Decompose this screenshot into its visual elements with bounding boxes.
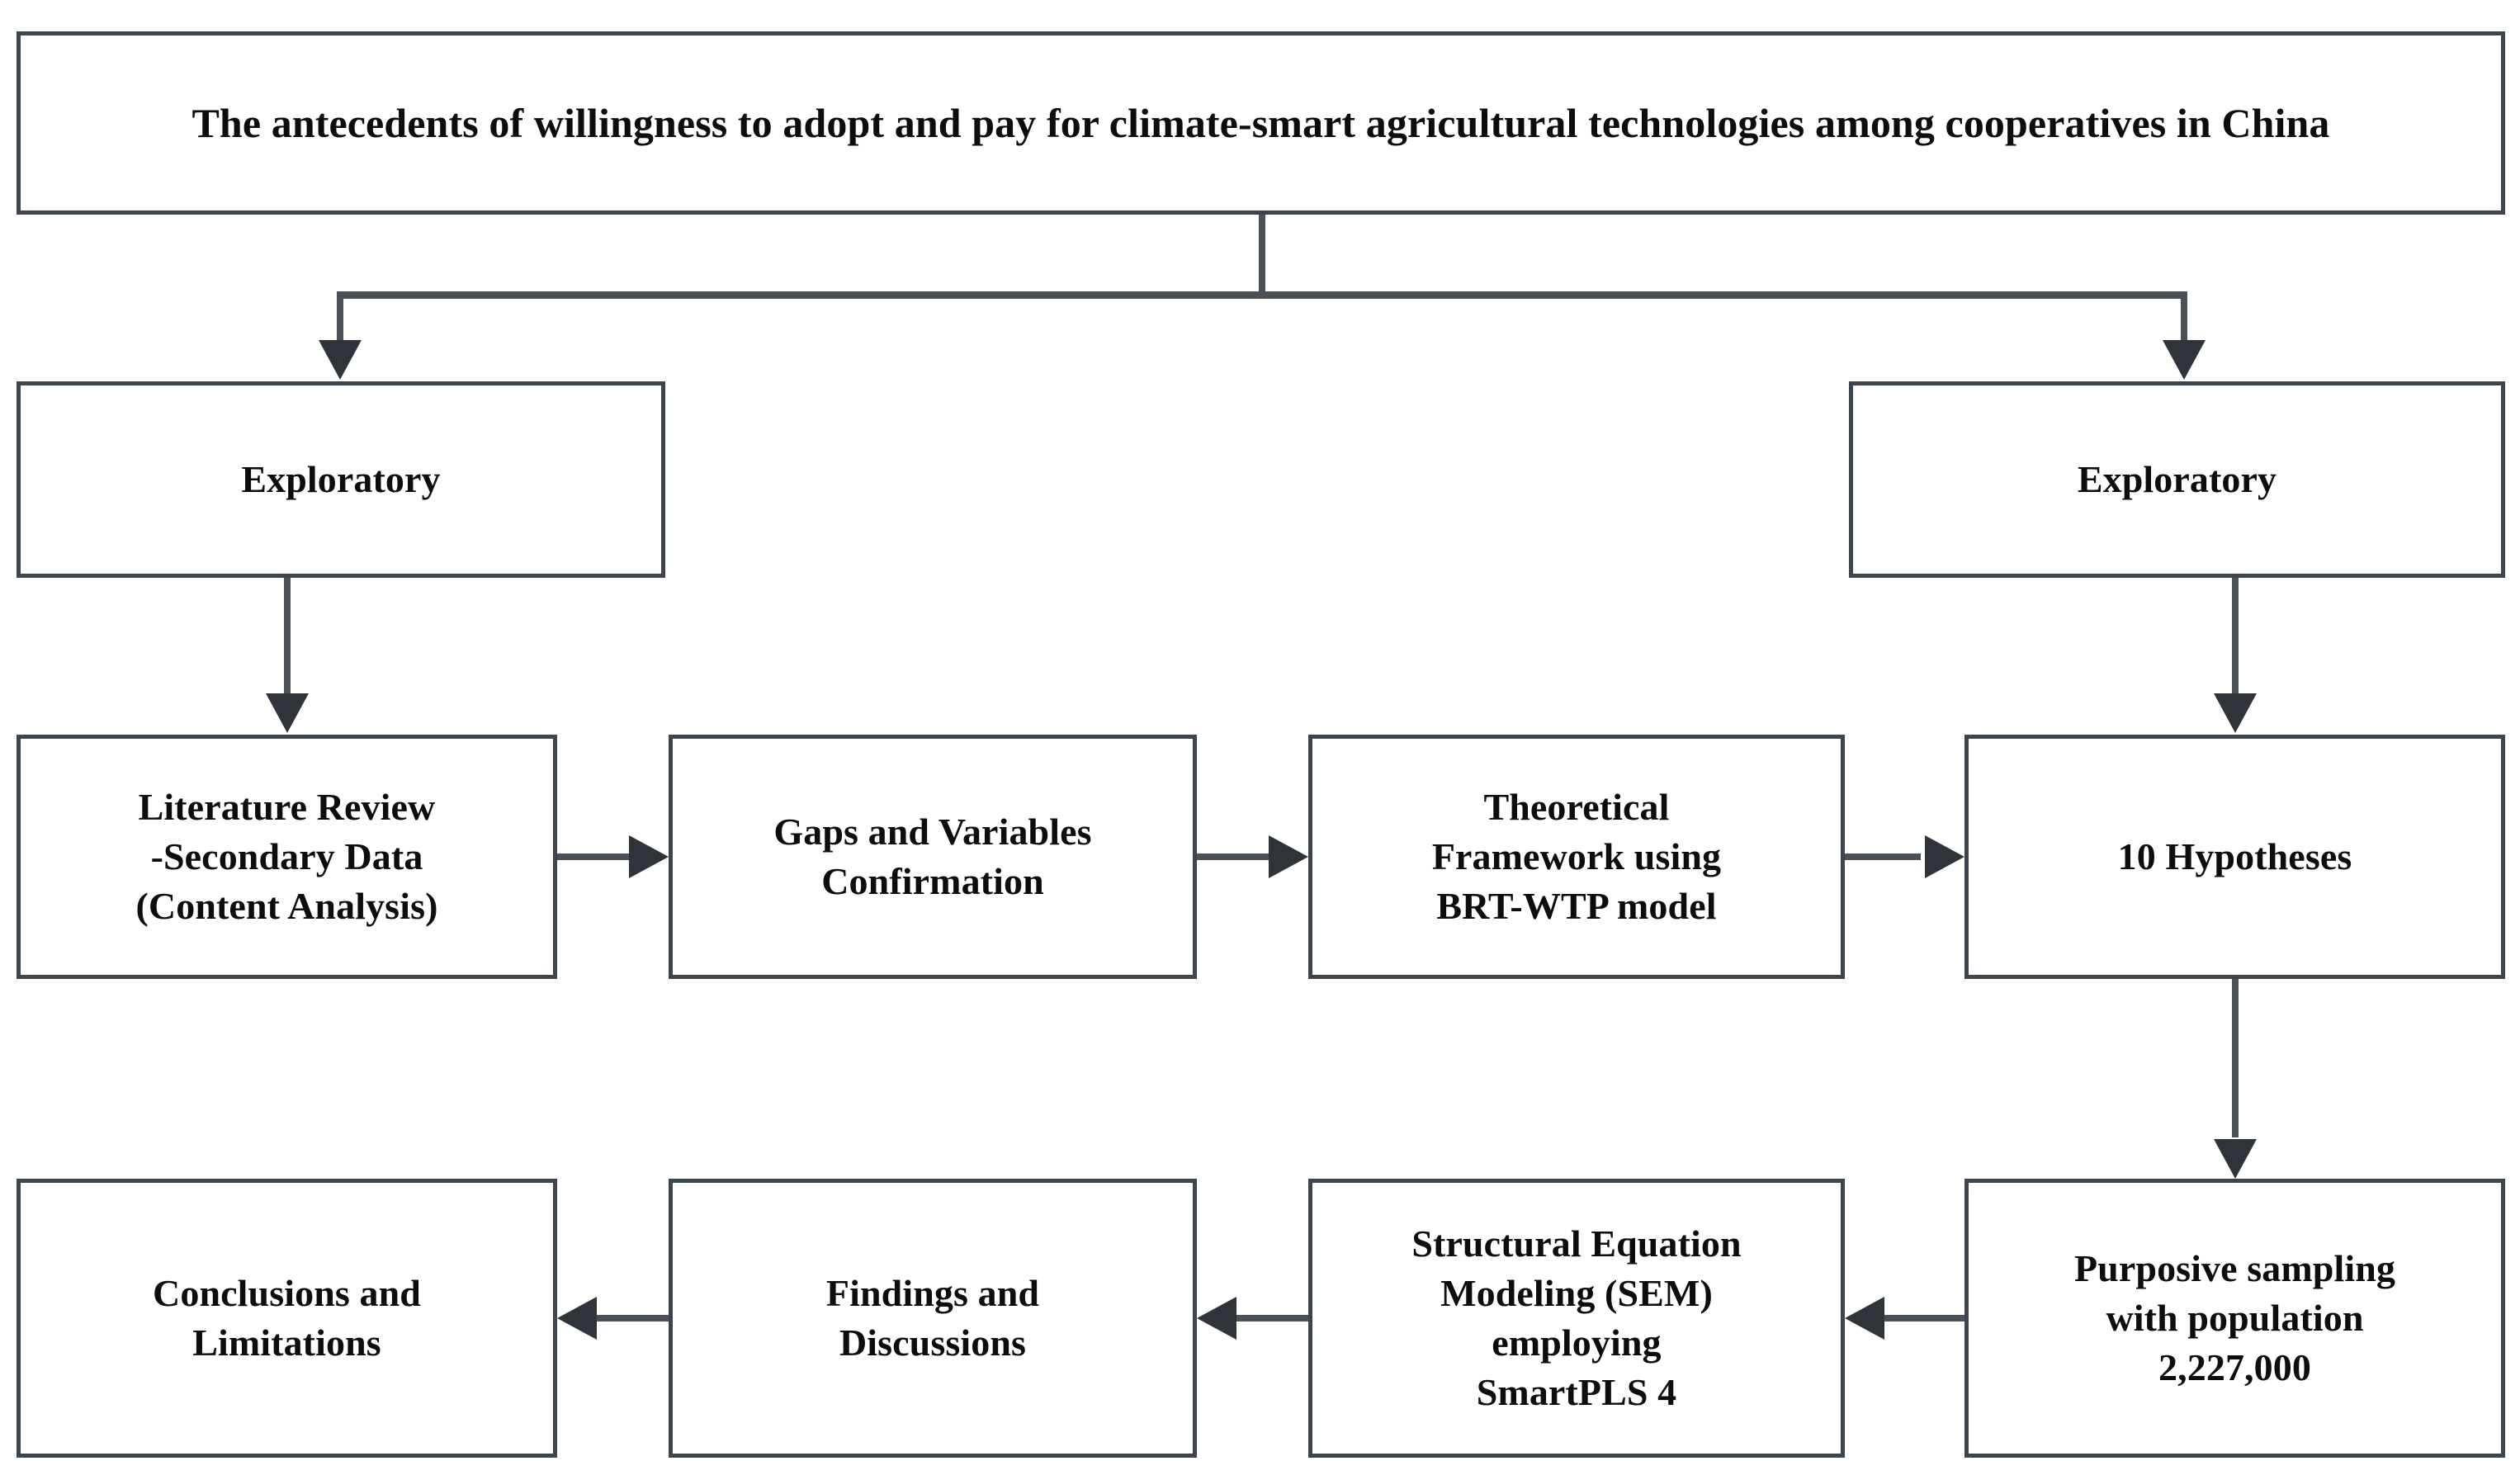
node-label-exploratory-left: Exploratory [241, 458, 441, 501]
node-findings-and-discussions: Findings and Discussions [669, 1179, 1197, 1458]
connector-title-to-exploratory-left [337, 291, 343, 343]
node-label-gaps-and-variables: Gaps and Variables Confirmation [773, 811, 1092, 902]
node-hypotheses: 10 Hypotheses [1964, 735, 2505, 979]
node-label-structural-equation-modeling: Structural Equation Modeling (SEM) emplo… [1411, 1222, 1742, 1413]
arrowhead-down-exploratory-right [2163, 340, 2206, 380]
connector-purposive-sampling-to-sem [1884, 1315, 1964, 1322]
node-label-theoretical-framework: Theoretical Framework using BRT-WTP mode… [1431, 786, 1722, 927]
connector-sem-to-findings [1236, 1315, 1308, 1322]
connector-findings-to-conclusions [597, 1315, 669, 1322]
node-exploratory-left: Exploratory [17, 381, 665, 578]
arrowhead-right-gaps [629, 835, 669, 878]
arrowhead-down-purposive-sampling [2214, 1139, 2257, 1179]
arrowhead-down-literature-review [266, 693, 309, 733]
arrowhead-down-exploratory-left [319, 340, 362, 380]
node-theoretical-framework: Theoretical Framework using BRT-WTP mode… [1308, 735, 1845, 979]
arrowhead-left-findings [1197, 1297, 1236, 1340]
connector-exploratory-right-to-hypotheses [2232, 578, 2239, 697]
node-label-conclusions-and-limitations: Conclusions and Limitations [153, 1272, 421, 1364]
node-structural-equation-modeling: Structural Equation Modeling (SEM) emplo… [1308, 1179, 1845, 1458]
arrowhead-left-sem [1845, 1297, 1884, 1340]
node-literature-review: Literature Review -Secondary Data (Conte… [17, 735, 557, 979]
connector-title-fork-bar [337, 291, 2187, 299]
arrowhead-down-hypotheses [2214, 693, 2257, 733]
node-purposive-sampling: Purposive sampling with population 2,227… [1964, 1179, 2505, 1458]
connector-title-to-exploratory-right [2181, 291, 2187, 343]
node-label-research-title: The antecedents of willingness to adopt … [191, 100, 2330, 146]
node-label-purposive-sampling: Purposive sampling with population 2,227… [2073, 1247, 2396, 1388]
arrowhead-right-hypotheses [1925, 835, 1964, 878]
node-gaps-and-variables: Gaps and Variables Confirmation [669, 735, 1197, 979]
node-exploratory-right: Exploratory [1849, 381, 2505, 578]
node-label-exploratory-right: Exploratory [2077, 458, 2277, 501]
arrowhead-left-conclusions [557, 1297, 597, 1340]
node-label-hypotheses: 10 Hypotheses [2117, 835, 2352, 878]
connector-hypotheses-to-purposive-sampling [2232, 979, 2239, 1137]
node-conclusions-and-limitations: Conclusions and Limitations [17, 1179, 557, 1458]
connector-literature-review-to-gaps [557, 853, 633, 860]
node-label-literature-review: Literature Review -Secondary Data (Conte… [135, 786, 438, 927]
arrowhead-right-theoretical-framework [1269, 835, 1308, 878]
node-research-title: The antecedents of willingness to adopt … [17, 31, 2505, 215]
connector-exploratory-left-to-literature-review [284, 578, 291, 697]
node-label-findings-and-discussions: Findings and Discussions [825, 1272, 1040, 1364]
connector-gaps-to-theoretical-framework [1197, 853, 1273, 860]
connector-title-stem [1259, 215, 1265, 297]
connector-theoretical-framework-to-hypotheses [1845, 853, 1921, 860]
